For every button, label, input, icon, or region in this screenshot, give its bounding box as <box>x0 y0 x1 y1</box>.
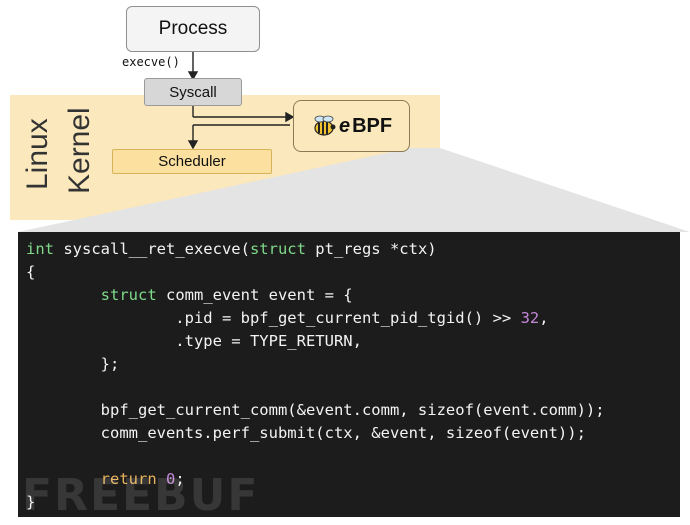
code-line-9: comm_events.perf_submit(ctx, &event, siz… <box>26 424 586 442</box>
code-line-6: }; <box>26 355 120 373</box>
code-text: ; <box>175 470 185 488</box>
scheduler-label: Scheduler <box>158 153 226 170</box>
code-line-11: return 0; <box>26 470 185 488</box>
code-line-12: } <box>26 493 36 511</box>
struct-keyword: struct <box>249 240 306 258</box>
code-text: , <box>539 309 549 327</box>
type-keyword: int <box>26 240 54 258</box>
kernel-label-line1: Linux <box>21 118 54 190</box>
code-text: comm_event event = { <box>156 286 353 304</box>
code-line-5: .type = TYPE_RETURN, <box>26 332 362 350</box>
code-line-2: { <box>26 263 36 281</box>
code-line-8: bpf_get_current_comm(&event.comm, sizeof… <box>26 401 605 419</box>
code-line-4: .pid = bpf_get_current_pid_tgid() >> 32, <box>26 309 549 327</box>
process-label: Process <box>158 18 228 39</box>
code-panel: int syscall__ret_execve(struct pt_regs *… <box>18 232 680 517</box>
ebpf-label: BPF <box>352 114 393 137</box>
number-literal: 0 <box>166 470 176 488</box>
bee-icon <box>314 115 336 136</box>
syscall-box: Syscall <box>144 78 242 106</box>
kernel-label-line2: Kernel <box>63 107 96 194</box>
syscall-label: Syscall <box>169 83 217 101</box>
execve-label: execve() <box>122 55 180 69</box>
code-block: int syscall__ret_execve(struct pt_regs *… <box>26 238 605 514</box>
ebpf-prefix: e <box>338 114 351 137</box>
code-line-3: struct comm_event event = { <box>26 286 353 304</box>
code-text: pt_regs *ctx) <box>305 240 437 258</box>
process-box: Process <box>126 6 260 52</box>
return-keyword: return <box>100 470 157 488</box>
number-literal: 32 <box>520 309 540 327</box>
struct-keyword: struct <box>100 286 157 304</box>
code-text: syscall__ret_execve( <box>54 240 250 258</box>
code-line-1: int syscall__ret_execve(struct pt_regs *… <box>26 240 437 258</box>
kernel-label: Linux Kernel <box>18 107 98 222</box>
indent <box>26 286 101 304</box>
scheduler-box: Scheduler <box>112 149 272 174</box>
watermark: FREEBUF <box>22 470 260 521</box>
code-text: .pid = bpf_get_current_pid_tgid() >> <box>26 309 521 327</box>
